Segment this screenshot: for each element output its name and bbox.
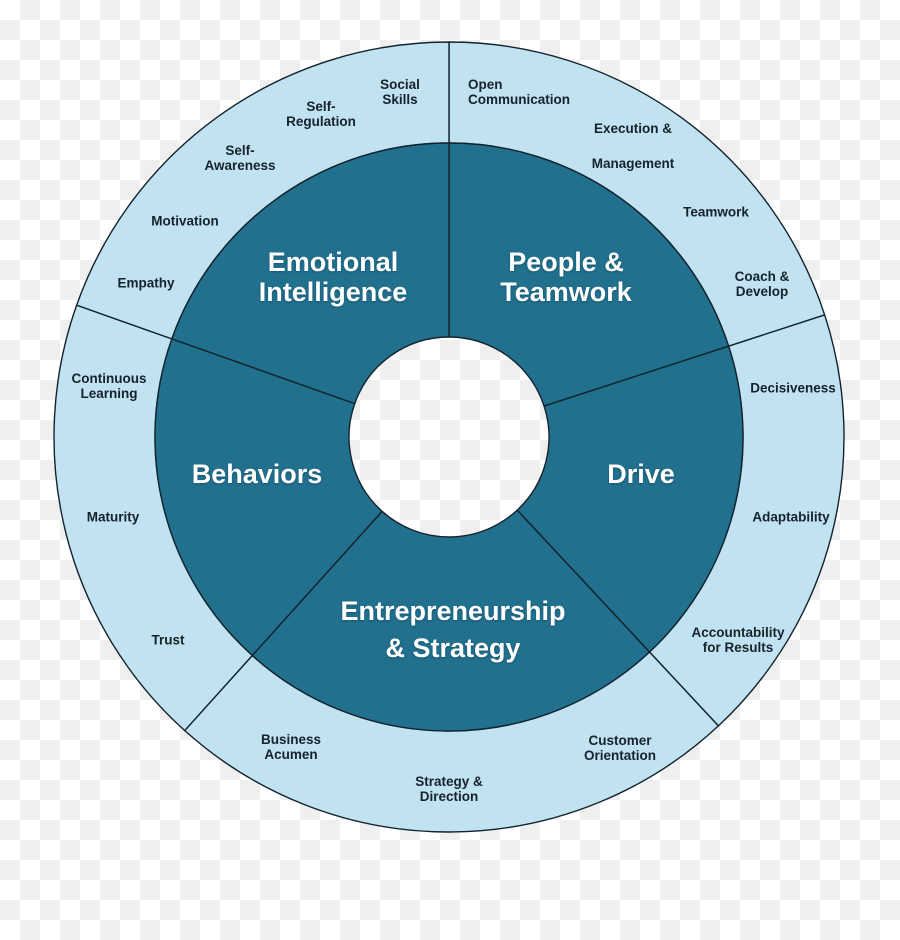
sector-people-teamwork-inner-ring: [448, 142, 730, 407]
sector-drive-inner-ring: [516, 345, 744, 653]
sector-entrepreneurship-strategy-inner-ring: [251, 509, 651, 732]
sector-emotional-intelligence-inner-ring: [171, 142, 450, 405]
sector-behaviors-inner-ring: [154, 338, 383, 657]
